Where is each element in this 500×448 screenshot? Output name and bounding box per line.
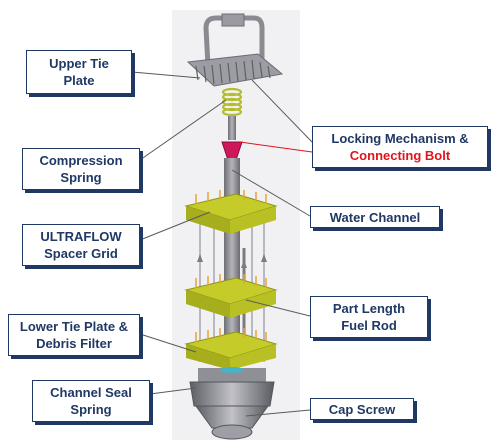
upper-connector [228,116,236,140]
label-part-length-fuel-rod: Part Length Fuel Rod [310,296,428,338]
leader-compression-spring [139,99,227,161]
label-water-channel: Water Channel [310,206,440,228]
leader-water-channel [231,169,311,217]
water-channel [224,158,240,358]
spacer-grid-3 [184,328,278,370]
label-cap-screw: Cap Screw [310,398,414,420]
leader-ultraflow-spacer-grid [139,211,211,241]
leader-cap-screw [245,409,311,417]
leader-locking-mechanism [251,79,313,143]
label-ultraflow-spacer-grid: ULTRAFLOW Spacer Grid [22,224,140,266]
lower-tie-plate [198,367,266,382]
label-upper-tie-plate: Upper Tie Plate [26,50,132,94]
label-compression-spring: Compression Spring [22,148,140,190]
rod-tips [197,254,267,268]
channel-seal-spring [189,381,275,407]
leader-part-length-fuel-rod [245,299,311,317]
label-channel-seal-spring: Channel Seal Spring [32,380,150,422]
label-locking-mechanism: Locking Mechanism & Connecting Bolt [312,126,488,168]
compression-spring [221,87,243,117]
spacer-grid-1 [184,190,278,234]
cap-screw [211,424,253,440]
handle [203,13,265,67]
leader-upper-tie-plate [131,71,201,79]
label-lower-tie-plate: Lower Tie Plate & Debris Filter [8,314,140,356]
nose-piece [195,405,269,440]
leader-connecting-bolt [239,141,313,153]
leader-channel-seal-spring [149,387,197,395]
leader-lines [131,71,313,417]
leader-lower-tie-plate [139,333,197,353]
upper-tie-plate [186,53,284,87]
spacer-grid-2 [184,274,278,318]
